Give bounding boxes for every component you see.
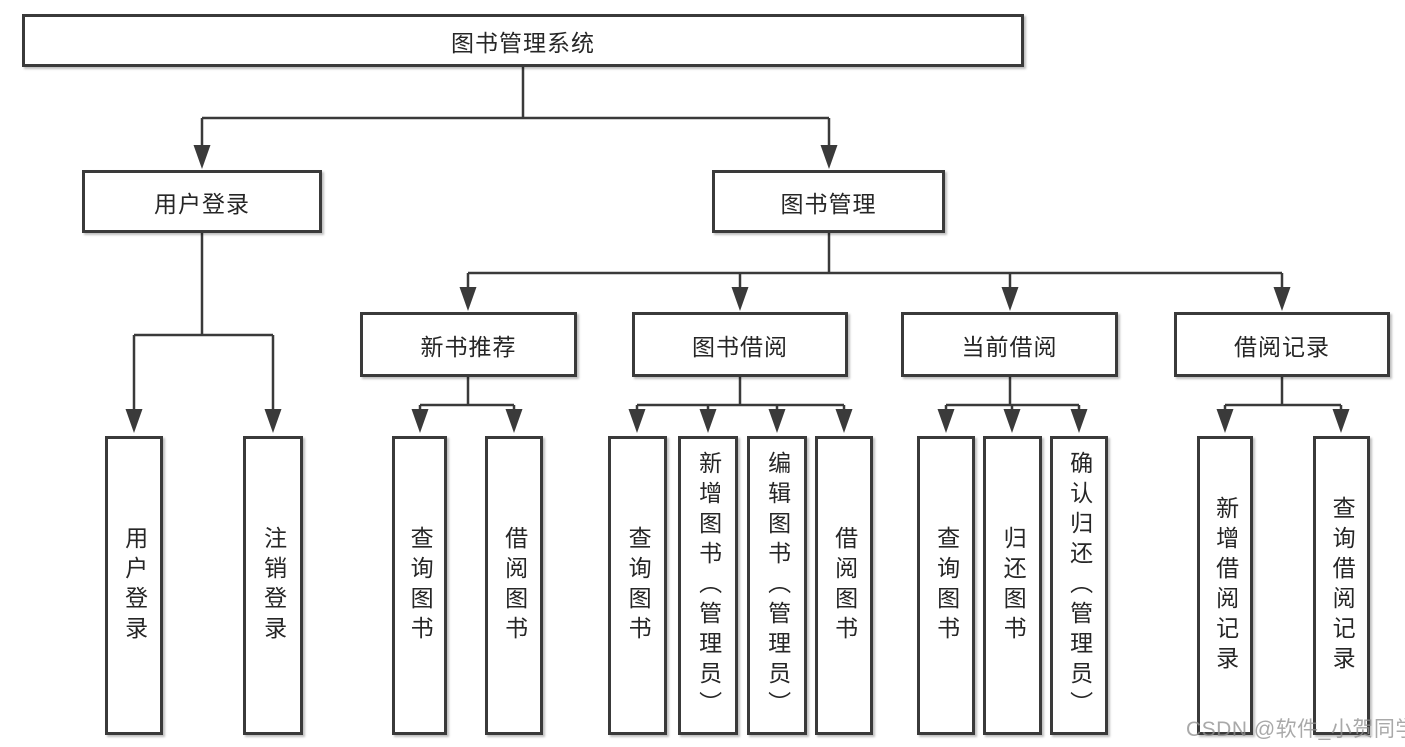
node-leaf-return-books: 归还图书: [983, 436, 1042, 735]
node-borrow-records-label: 借阅记录: [1234, 333, 1330, 360]
node-book-management-label: 图书管理: [780, 190, 877, 217]
node-leaf-add-borrow-record: 新增借阅记录: [1197, 436, 1253, 735]
arrowhead: [193, 145, 211, 169]
arrowhead: [835, 409, 853, 433]
node-leaf-logout-label: 注销登录: [260, 525, 287, 646]
node-leaf-edit-books-admin: 编辑图书（管理员）: [747, 436, 807, 735]
arrowhead: [1273, 287, 1291, 311]
node-leaf-return-books-label: 归还图书: [1000, 525, 1027, 646]
node-borrow-records: 借阅记录: [1174, 312, 1390, 377]
connector-current-borrow-branch: [937, 377, 1088, 433]
node-leaf-user-login: 用户登录: [105, 436, 163, 735]
connector-book-borrow-branch: [628, 377, 853, 433]
node-leaf-add-borrow-record-label: 新增借阅记录: [1212, 495, 1239, 676]
node-leaf-query-books-1-label: 查询图书: [407, 525, 434, 646]
arrowhead: [1003, 409, 1021, 433]
node-leaf-confirm-return-admin: 确认归还（管理员）: [1050, 436, 1108, 735]
node-leaf-confirm-return-admin-label: 确认归还（管理员）: [1066, 450, 1093, 721]
node-leaf-query-borrow-record-label: 查询借阅记录: [1329, 495, 1356, 676]
connector-new-book-branch: [411, 377, 523, 433]
node-leaf-query-borrow-record: 查询借阅记录: [1313, 436, 1370, 735]
arrowhead: [1070, 409, 1088, 433]
node-leaf-user-login-label: 用户登录: [121, 525, 148, 646]
arrowhead: [731, 287, 749, 311]
node-current-borrow-label: 当前借阅: [961, 333, 1058, 360]
node-leaf-query-books-3: 查询图书: [917, 436, 975, 735]
node-root-label: 图书管理系统: [451, 29, 595, 56]
node-book-management: 图书管理: [712, 170, 945, 233]
node-current-borrow: 当前借阅: [901, 312, 1118, 377]
arrowhead: [1332, 409, 1350, 433]
arrowhead: [264, 409, 282, 433]
node-leaf-query-books-1: 查询图书: [392, 436, 447, 735]
node-leaf-add-books-admin: 新增图书（管理员）: [678, 436, 738, 735]
node-leaf-add-books-admin-label: 新增图书（管理员）: [695, 450, 722, 721]
node-root: 图书管理系统: [22, 14, 1024, 67]
node-leaf-edit-books-admin-label: 编辑图书（管理员）: [764, 450, 791, 721]
arrowhead: [505, 409, 523, 433]
arrowhead: [1216, 409, 1234, 433]
node-leaf-borrow-books-2-label: 借阅图书: [831, 525, 858, 646]
node-leaf-query-books-2-label: 查询图书: [625, 525, 652, 646]
arrowhead: [628, 409, 646, 433]
node-user-login: 用户登录: [82, 170, 322, 233]
connector-book-management-branch: [459, 233, 1291, 311]
arrowhead: [411, 409, 429, 433]
node-new-book-recommend-label: 新书推荐: [420, 333, 517, 360]
node-leaf-borrow-books-2: 借阅图书: [815, 436, 873, 735]
arrowhead: [820, 145, 838, 169]
node-book-borrow: 图书借阅: [632, 312, 848, 377]
node-leaf-borrow-books-1-label: 借阅图书: [501, 525, 528, 646]
watermark: CSDN @软件_小贺同学: [1186, 718, 1405, 741]
connector-borrow-records-branch: [1216, 377, 1350, 433]
arrowhead: [459, 287, 477, 311]
connector-root-branch: [193, 67, 838, 169]
arrowhead: [125, 409, 143, 433]
node-leaf-query-books-2: 查询图书: [608, 436, 667, 735]
node-book-borrow-label: 图书借阅: [692, 333, 788, 360]
arrowhead: [699, 409, 717, 433]
arrowhead: [937, 409, 955, 433]
connector-user-login-branch: [125, 233, 282, 433]
arrowhead: [1001, 287, 1019, 311]
node-leaf-logout: 注销登录: [243, 436, 303, 735]
node-new-book-recommend: 新书推荐: [360, 312, 577, 377]
node-user-login-label: 用户登录: [154, 190, 250, 217]
node-leaf-borrow-books-1: 借阅图书: [485, 436, 543, 735]
arrowhead: [768, 409, 786, 433]
node-leaf-query-books-3-label: 查询图书: [933, 525, 960, 646]
